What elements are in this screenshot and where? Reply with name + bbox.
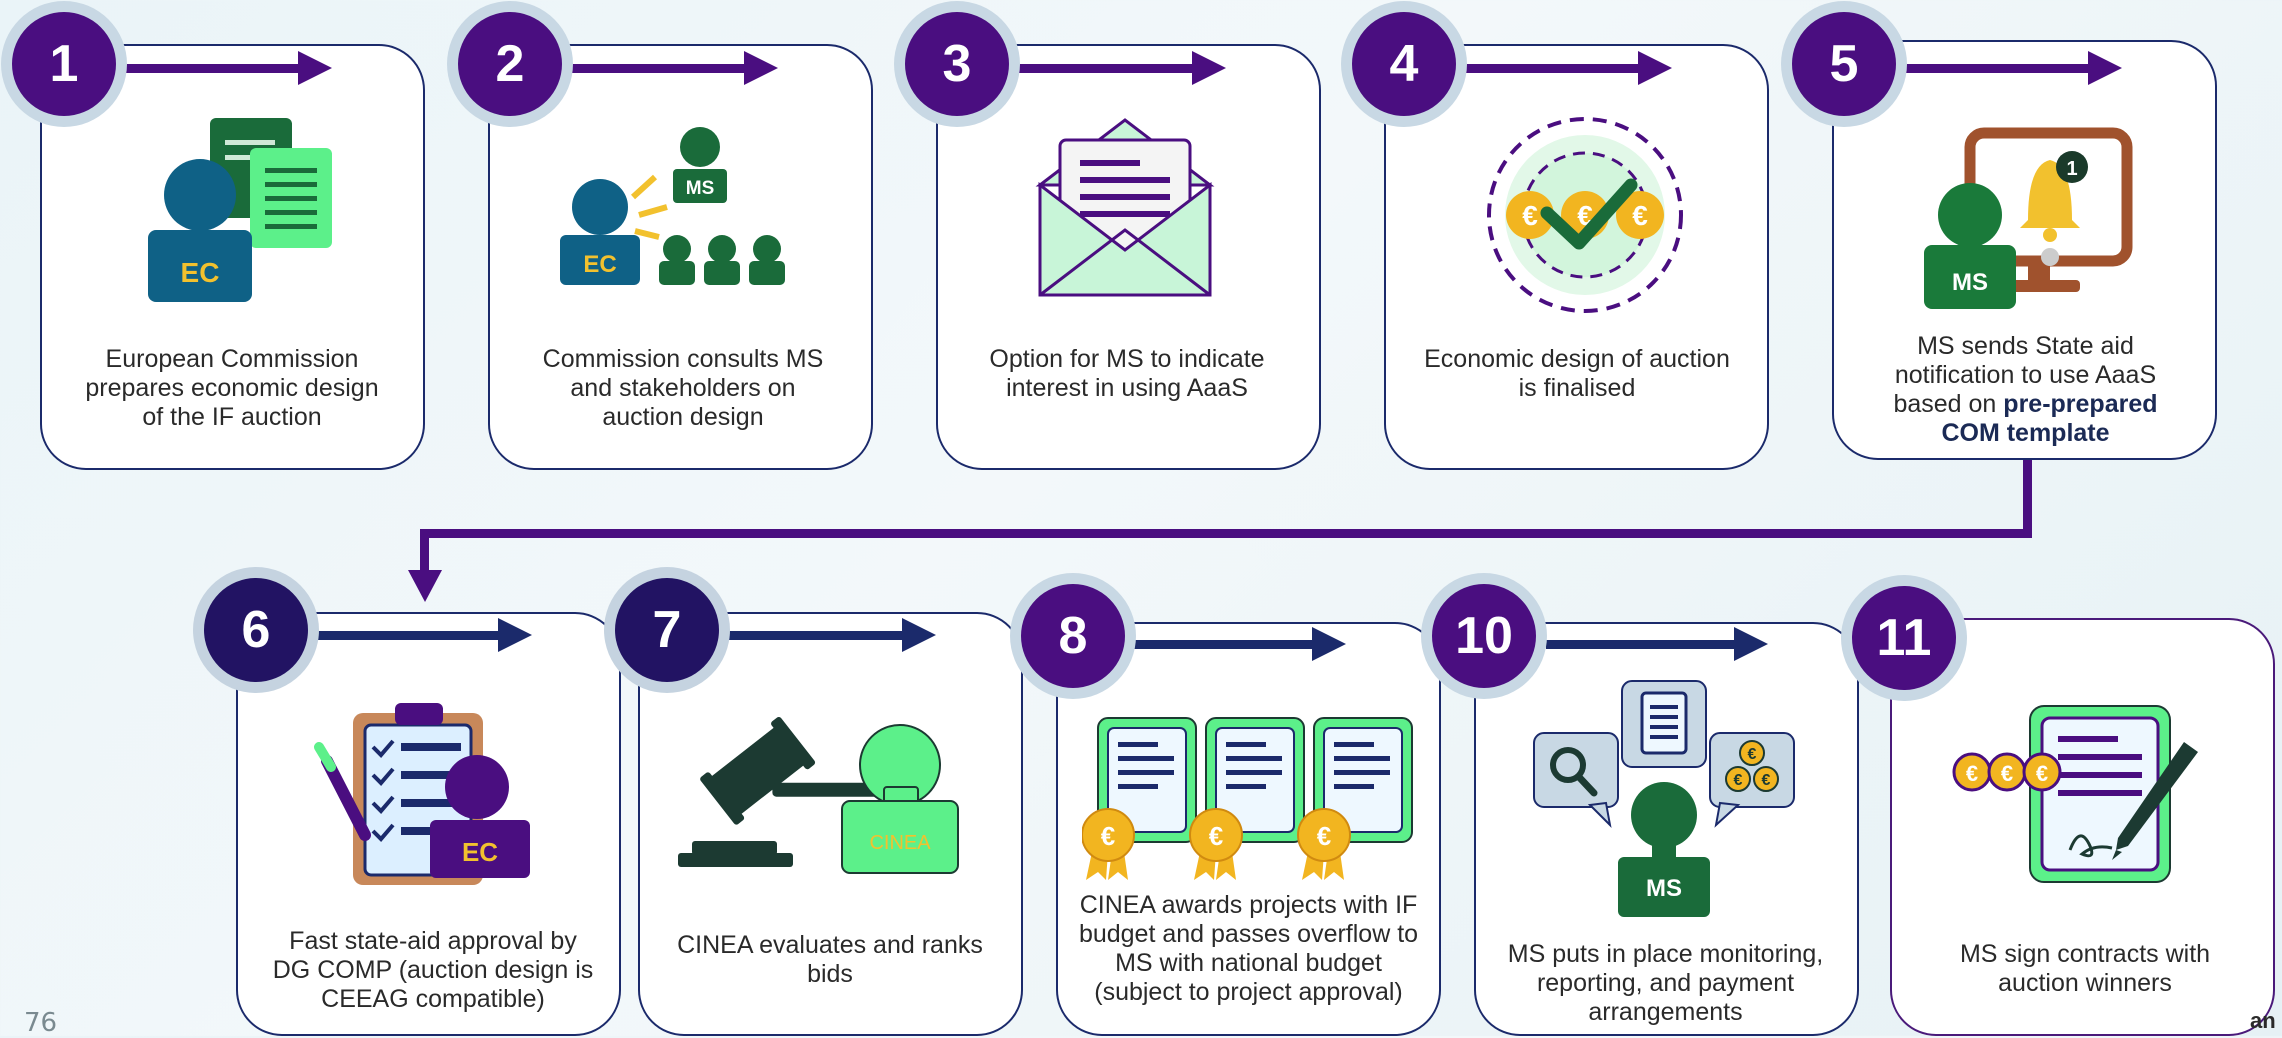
- svg-text:€: €: [1966, 761, 1978, 786]
- step-5-text-bold: pre-prepared COM template: [1941, 390, 2158, 447]
- contract-signing-icon: € € €: [1952, 705, 2198, 883]
- step-5-text-plain: MS sends State aid notification to use A…: [1893, 332, 2157, 418]
- connector-horizontal: [420, 529, 2032, 538]
- step-badge-5: 5: [1792, 12, 1896, 116]
- page-number: 76: [24, 1008, 58, 1038]
- step-1-text: European Commission prepares economic de…: [85, 345, 379, 431]
- step-6-arrow: [310, 631, 500, 640]
- step-badge-1: 1: [12, 12, 116, 116]
- gavel-icon: CINEA: [678, 716, 959, 874]
- svg-text:€: €: [1522, 200, 1538, 231]
- step-3-arrow: [1004, 64, 1194, 73]
- ec-label-6: EC: [462, 837, 498, 867]
- step-8-text: CINEA awards projects with IF budget and…: [1078, 891, 1419, 1006]
- step-1-arrow: [110, 64, 300, 73]
- svg-text:€: €: [1734, 772, 1743, 789]
- svg-text:€: €: [2001, 761, 2013, 786]
- step-2-arrow-head: [744, 51, 778, 85]
- connector-arrow-head: [408, 570, 442, 602]
- step-6-arrow-head: [498, 618, 532, 652]
- svg-text:€: €: [1209, 821, 1223, 851]
- notification-monitor-icon: 1 MS: [1924, 127, 2133, 309]
- cinea-label: CINEA: [869, 832, 931, 854]
- step-4-text: Economic design of auction is finalised: [1424, 345, 1730, 402]
- ec-label: EC: [181, 257, 220, 288]
- step-badge-11: 11: [1852, 586, 1956, 690]
- svg-text:€: €: [1748, 746, 1757, 763]
- step-3-text: Option for MS to indicate interest in us…: [989, 345, 1265, 402]
- step-4-arrow-head: [1638, 51, 1672, 85]
- ms-label-10: MS: [1646, 875, 1682, 902]
- step-badge-2: 2: [458, 12, 562, 116]
- step-8-arrow: [1124, 640, 1314, 649]
- svg-text:€: €: [1632, 200, 1648, 231]
- connector-down: [2023, 460, 2032, 538]
- step-6-text: Fast state-aid approval by DG COMP (auct…: [272, 927, 594, 1013]
- step-badge-3: 3: [905, 12, 1009, 116]
- step-10-arrow: [1546, 640, 1736, 649]
- step-badge-10: 10: [1432, 584, 1536, 688]
- euro-checkmark-icon: € € €: [1487, 117, 1683, 313]
- corner-text: an: [2250, 1008, 2276, 1033]
- step-5-arrow: [1900, 64, 2090, 73]
- step-11-text: MS sign contracts with auction winners: [1959, 940, 2211, 997]
- svg-text:€: €: [2036, 761, 2048, 786]
- bell-count: 1: [2066, 158, 2077, 180]
- svg-text:€: €: [1317, 821, 1331, 851]
- step-badge-7: 7: [615, 578, 719, 682]
- step-3-arrow-head: [1192, 51, 1226, 85]
- ms-label-2: MS: [686, 178, 715, 199]
- step-badge-4: 4: [1352, 12, 1456, 116]
- approval-clipboard-icon: EC: [314, 703, 530, 885]
- consultation-icon: MS EC: [560, 127, 785, 285]
- ec-label-2: EC: [583, 251, 616, 278]
- connector-drop: [420, 529, 429, 575]
- step-4-arrow: [1450, 64, 1640, 73]
- svg-text:€: €: [1762, 772, 1771, 789]
- step-8-arrow-head: [1312, 627, 1346, 661]
- step-10-text: MS puts in place monitoring, reporting, …: [1507, 940, 1824, 1026]
- step-7-arrow-head: [902, 618, 936, 652]
- monitoring-icon: € € € MS: [1533, 680, 1795, 917]
- step-badge-6: 6: [204, 578, 308, 682]
- envelope-icon: [1035, 118, 1215, 297]
- step-7-arrow: [716, 631, 906, 640]
- step-2-arrow: [556, 64, 746, 73]
- step-1-arrow-head: [298, 51, 332, 85]
- ec-documents-icon: EC: [148, 118, 332, 302]
- step-10-arrow-head: [1734, 627, 1768, 661]
- svg-text:€: €: [1101, 821, 1115, 851]
- step-5-text: MS sends State aid notification to use A…: [1868, 332, 2183, 448]
- step-badge-8: 8: [1021, 584, 1125, 688]
- step-5-arrow-head: [2088, 51, 2122, 85]
- step-2-text: Commission consults MS and stakeholders …: [542, 345, 824, 431]
- step-7-text: CINEA evaluates and ranks bids: [677, 931, 983, 988]
- awarded-certificates-icon: € € €: [1082, 717, 1413, 880]
- ms-label-5: MS: [1952, 269, 1988, 296]
- step-card-5: [1832, 40, 2217, 460]
